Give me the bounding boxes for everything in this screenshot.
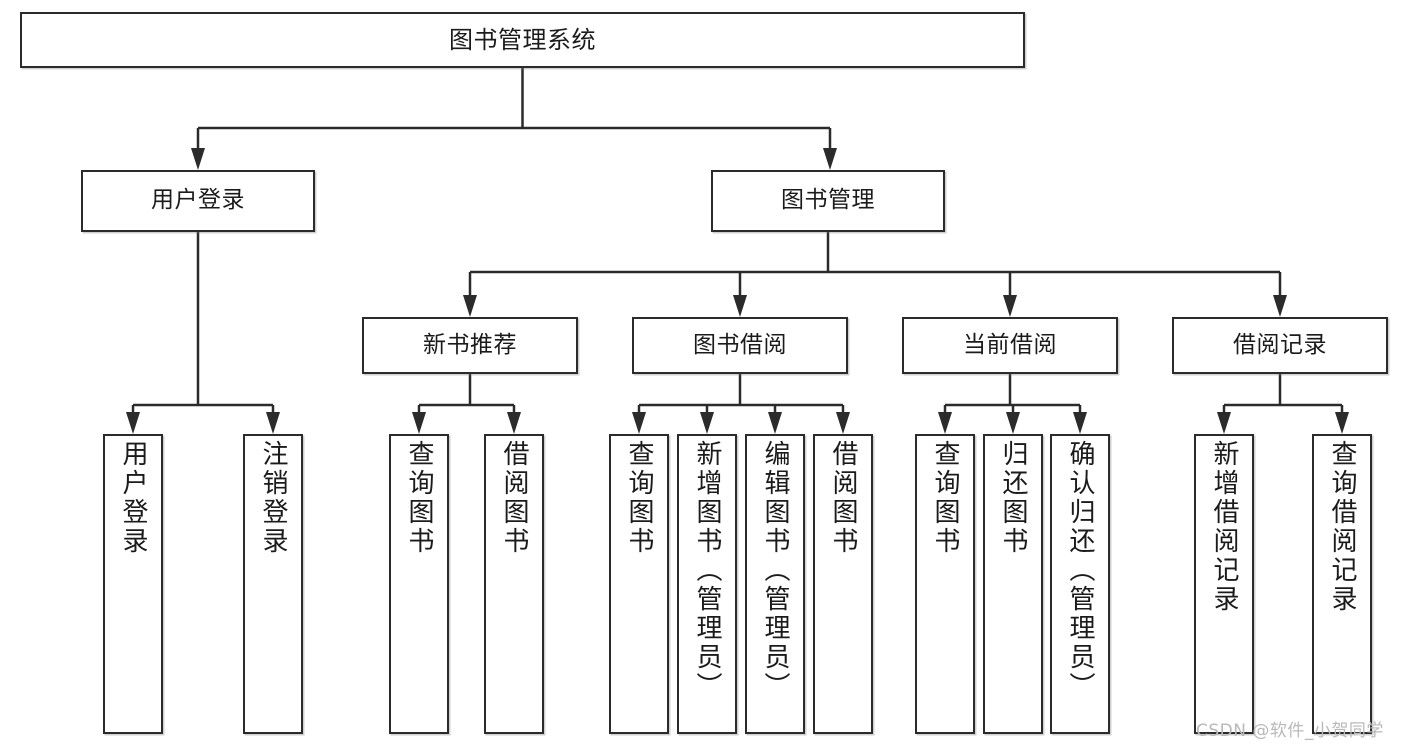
leaf-node-0[interactable]: 用户登录	[103, 434, 163, 734]
leaf-node-8-label: 查询图书	[930, 440, 960, 556]
leaf-node-12-label: 查询借阅记录	[1327, 440, 1357, 614]
leaf-node-2-label: 查询图书	[404, 440, 434, 556]
arrowhead-18	[1335, 412, 1349, 434]
leaf-node-5-label: 新增图书（管理员）	[692, 440, 722, 701]
leaf-node-10-label: 确认归还（管理员）	[1065, 440, 1095, 701]
arrowhead-14	[938, 412, 952, 434]
leaf-node-7[interactable]: 借阅图书	[813, 434, 873, 734]
leaf-node-2[interactable]: 查询图书	[389, 434, 449, 734]
leaf-node-3[interactable]: 借阅图书	[484, 434, 544, 734]
arrowhead-2	[463, 295, 477, 317]
level3-node-3[interactable]: 借阅记录	[1172, 317, 1388, 374]
leaf-node-9[interactable]: 归还图书	[983, 434, 1043, 734]
arrowhead-7	[266, 412, 280, 434]
leaf-node-8[interactable]: 查询图书	[915, 434, 975, 734]
leaf-node-4-label: 查询图书	[624, 440, 654, 556]
arrowhead-15	[1006, 412, 1020, 434]
leaf-node-6[interactable]: 编辑图书（管理员）	[745, 434, 805, 734]
leaf-node-9-label: 归还图书	[998, 440, 1028, 556]
arrowhead-17	[1217, 412, 1231, 434]
leaf-node-11[interactable]: 新增借阅记录	[1194, 434, 1254, 734]
level3-node-0[interactable]: 新书推荐	[362, 317, 578, 374]
csdn-watermark: CSDN @软件_小贺同学	[1196, 721, 1384, 741]
arrowhead-4	[1003, 295, 1017, 317]
leaf-node-5[interactable]: 新增图书（管理员）	[677, 434, 737, 734]
leaf-node-3-label: 借阅图书	[499, 440, 529, 556]
level3-node-1[interactable]: 图书借阅	[632, 317, 848, 374]
level2-node-1-label: 图书管理	[781, 187, 875, 214]
root-node-label: 图书管理系统	[449, 25, 596, 54]
leaf-node-12[interactable]: 查询借阅记录	[1312, 434, 1372, 734]
level2-node-0[interactable]: 用户登录	[81, 170, 315, 232]
root-node[interactable]: 图书管理系统	[20, 12, 1025, 68]
arrowhead-9	[507, 412, 521, 434]
arrowhead-12	[768, 412, 782, 434]
arrowhead-6	[126, 412, 140, 434]
level3-node-2[interactable]: 当前借阅	[902, 317, 1118, 374]
leaf-node-10[interactable]: 确认归还（管理员）	[1050, 434, 1110, 734]
arrowhead-11	[700, 412, 714, 434]
arrowhead-5	[1273, 295, 1287, 317]
arrowhead-1	[823, 148, 837, 170]
level3-node-0-label: 新书推荐	[423, 331, 517, 358]
leaf-node-0-label: 用户登录	[118, 440, 148, 556]
leaf-node-7-label: 借阅图书	[828, 440, 858, 556]
arrowhead-3	[733, 295, 747, 317]
level3-node-1-label: 图书借阅	[693, 331, 787, 358]
arrowhead-10	[632, 412, 646, 434]
leaf-node-11-label: 新增借阅记录	[1209, 440, 1239, 614]
arrowhead-13	[836, 412, 850, 434]
arrowhead-16	[1073, 412, 1087, 434]
leaf-node-1[interactable]: 注销登录	[243, 434, 303, 734]
leaf-node-4[interactable]: 查询图书	[609, 434, 669, 734]
arrowhead-0	[191, 148, 205, 170]
level3-node-2-label: 当前借阅	[963, 331, 1057, 358]
level3-node-3-label: 借阅记录	[1233, 331, 1327, 358]
leaf-node-1-label: 注销登录	[258, 440, 288, 556]
arrowhead-8	[412, 412, 426, 434]
level2-node-1[interactable]: 图书管理	[711, 170, 945, 232]
leaf-node-6-label: 编辑图书（管理员）	[760, 440, 790, 701]
level2-node-0-label: 用户登录	[151, 187, 245, 214]
